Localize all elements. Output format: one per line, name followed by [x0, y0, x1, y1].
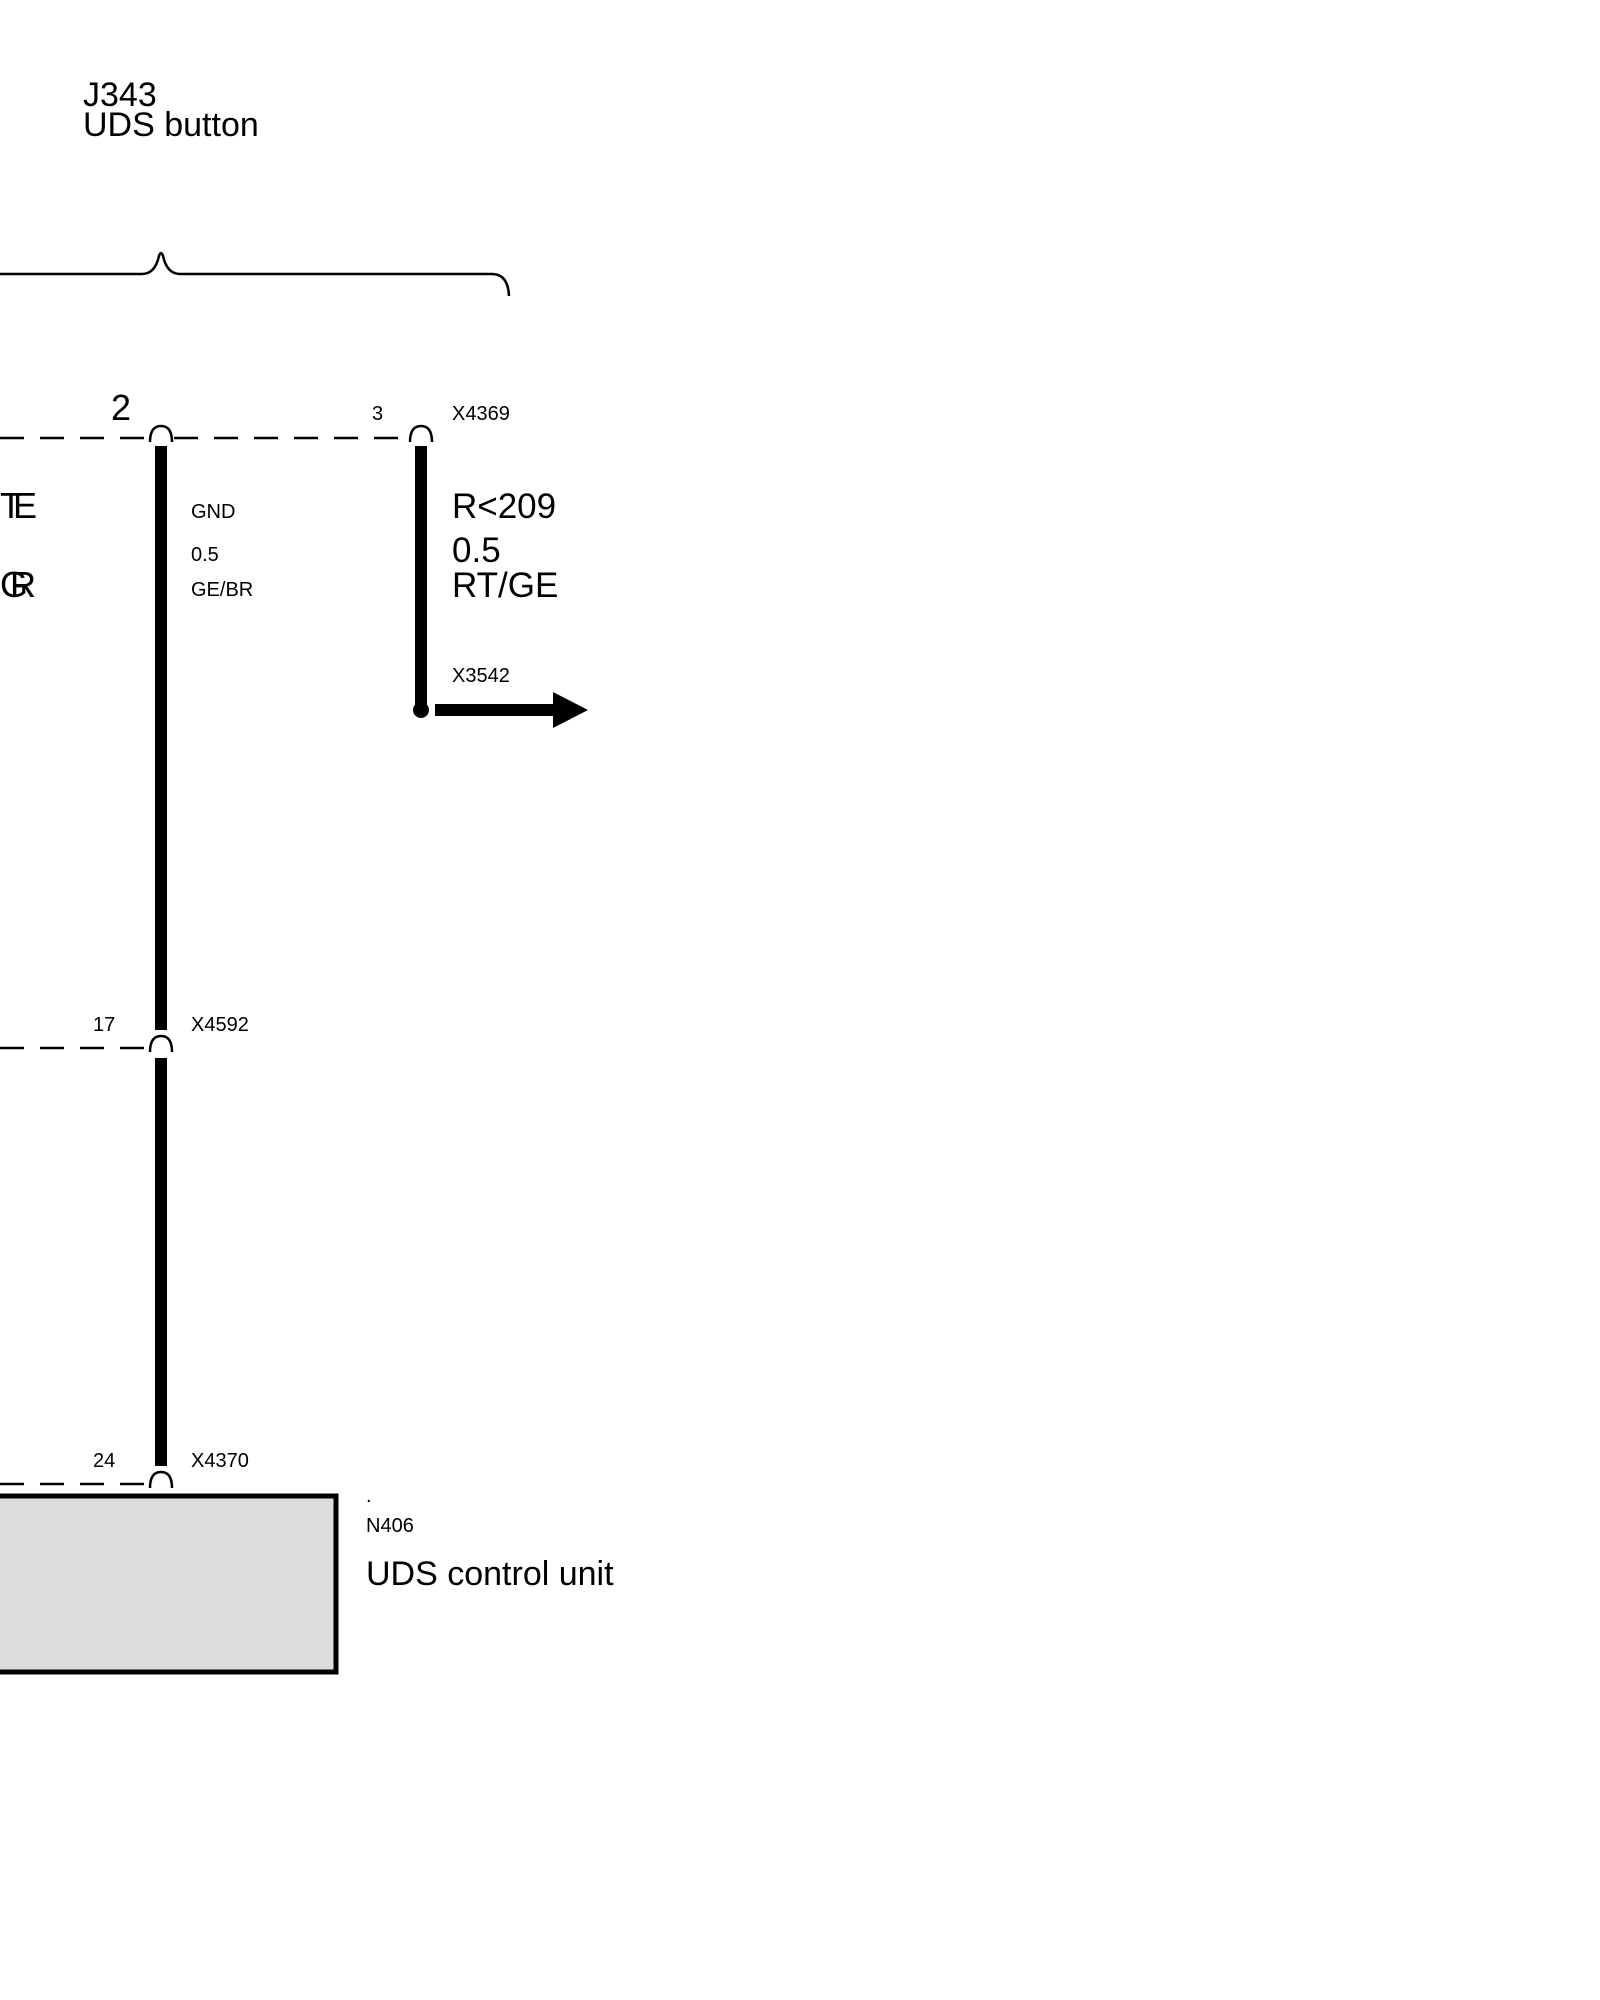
pin-2-label: 2: [111, 387, 131, 428]
connector-arch-pin-2: [148, 424, 174, 443]
control-unit-box: [0, 1493, 339, 1675]
connector-arch-pin-3: [408, 424, 434, 443]
control-unit-name: UDS control unit: [366, 1555, 614, 1593]
resistor-wire-signal: R<209: [452, 487, 556, 526]
pin-17-label: 17: [93, 1014, 115, 1036]
component-brace: [0, 251, 511, 297]
control-unit-id: N406: [366, 1515, 414, 1537]
gnd-wire-size: 0.5: [191, 544, 219, 566]
control-unit-dot: .: [366, 1485, 372, 1507]
cutoff-label-bottom: GR: [0, 564, 36, 605]
resistor-wire-color: RT/GE: [452, 566, 558, 605]
continuation-arrow-icon: [553, 692, 588, 728]
splice-dot-x3542: [413, 702, 429, 718]
connector-arch-pin-24: [148, 1470, 174, 1489]
pin-24-label: 24: [93, 1450, 115, 1472]
gnd-wire-signal: GND: [191, 501, 235, 523]
connector-x3542-label: X3542: [452, 665, 510, 687]
button-name: UDS button: [83, 106, 259, 144]
connector-x4592-label: X4592: [191, 1014, 249, 1036]
connector-arch-pin-17: [148, 1034, 174, 1053]
pin-3-label: 3: [372, 403, 383, 425]
connector-x4370-label: X4370: [191, 1450, 249, 1472]
gnd-wire-color: GE/BR: [191, 579, 253, 601]
connector-x4369-label: X4369: [452, 403, 510, 425]
resistor-wire-size: 0.5: [452, 531, 501, 570]
cutoff-label-top: TE: [0, 485, 37, 526]
button-id: J343: [83, 76, 157, 114]
